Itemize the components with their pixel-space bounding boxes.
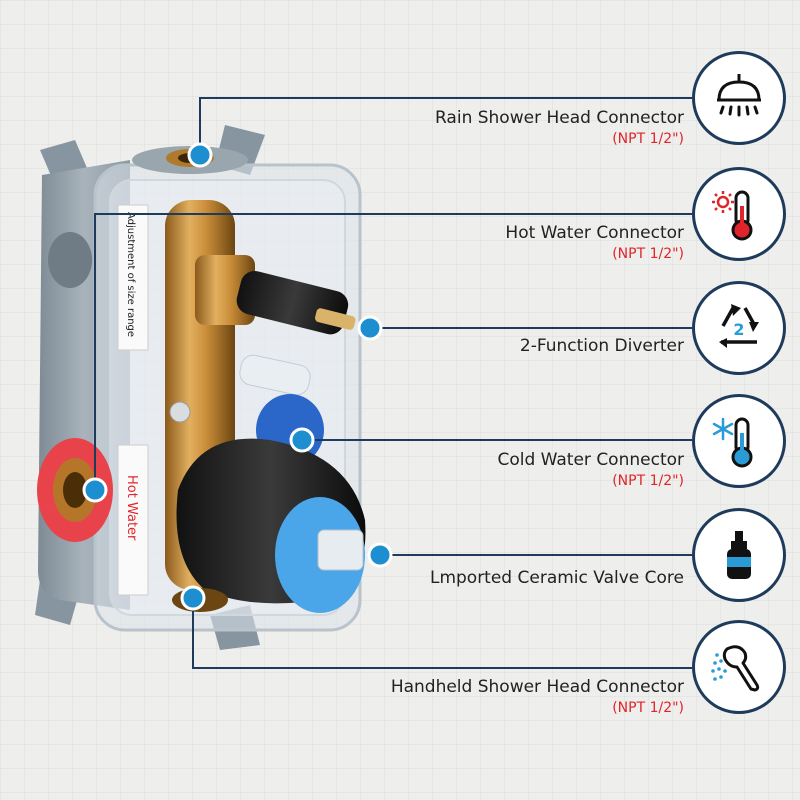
badge-handheld [692,620,786,714]
housing-port [48,232,92,288]
callout-line-2 [94,213,692,490]
screw [169,401,191,423]
badge-hot-water [692,167,786,261]
badge-diverter: 2 [692,281,786,375]
feature-name: Handheld Shower Head Connector [390,677,684,697]
recycle-2-icon: 2 [719,304,759,348]
feature-spec: (NPT 1/2") [612,131,684,147]
size-label-strip [117,204,149,351]
feature-spec: (NPT 1/2") [612,700,684,716]
label-hot-water: Hot Water Connector (NPT 1/2") [505,222,684,264]
label-handheld: Handheld Shower Head Connector (NPT 1/2"… [391,676,684,718]
hot-thermometer-icon [712,190,753,241]
label-valve-core: Lmported Ceramic Valve Core [430,567,684,589]
hot-label-text: Hot Water [124,475,139,541]
callout-dot [187,142,213,168]
callout-dot [289,427,315,453]
handheld-shower-icon [711,645,760,692]
feature-name: Lmported Ceramic Valve Core [429,568,684,588]
core-stem [317,529,364,571]
feature-spec: (NPT 1/2") [612,246,684,262]
test-plug [239,354,311,396]
feature-name: Rain Shower Head Connector [434,108,684,128]
label-rain-shower: Rain Shower Head Connector (NPT 1/2") [435,107,684,149]
label-diverter: 2-Function Diverter [520,335,684,357]
size-label-text: Adjustment of size range [125,212,136,337]
callout-dots [82,142,393,611]
hot-inlet-hole [63,472,87,508]
valve-core-icon [727,531,751,579]
feature-name: 2-Function Diverter [519,336,684,356]
label-cold-water: Cold Water Connector (NPT 1/2") [497,449,684,491]
callout-dot [180,585,206,611]
feature-spec: (NPT 1/2") [612,473,684,489]
svg-text:2: 2 [733,320,744,339]
cold-thermometer-icon [712,417,753,468]
badge-rain-shower [692,51,786,145]
badge-valve-core [692,508,786,602]
callout-line-6 [192,598,692,669]
callout-dot [357,315,383,341]
callout-dot [82,477,108,503]
feature-name: Cold Water Connector [497,450,684,470]
diverter-tip [314,308,356,330]
hot-label-strip [117,444,149,596]
rain-shower-icon [717,74,761,117]
badge-cold-water [692,394,786,488]
feature-name: Hot Water Connector [505,223,684,243]
callout-lines [94,97,692,669]
callout-dot [367,542,393,568]
callout-line-1 [199,97,692,155]
